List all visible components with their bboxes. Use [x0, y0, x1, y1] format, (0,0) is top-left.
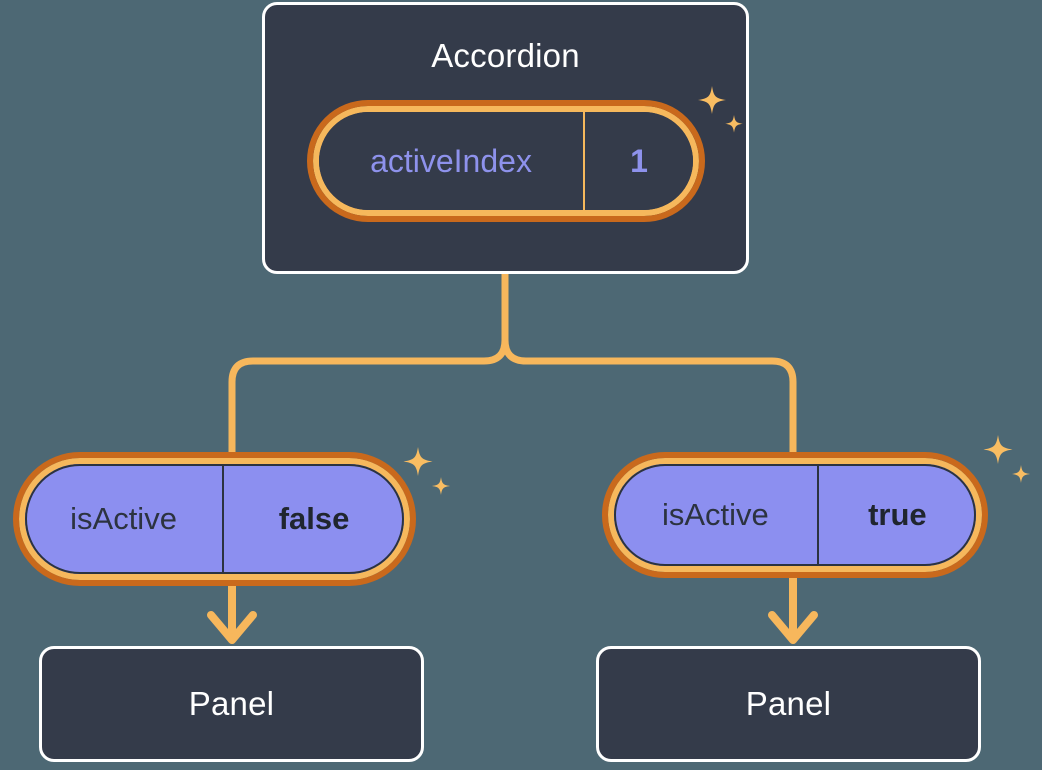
branch-connector-left	[228, 336, 509, 466]
state-value-label: true	[816, 464, 976, 566]
arrow-down-icon-left	[207, 583, 257, 644]
state-key-label: isActive	[661, 497, 769, 532]
state-pill-inner: isActive false	[25, 464, 404, 574]
component-title: Panel	[745, 685, 832, 722]
state-value-label: false	[222, 464, 404, 574]
state-pill-isactive-left[interactable]: isActive false	[13, 452, 416, 586]
component-node-panel-right[interactable]: Panel	[596, 646, 981, 762]
component-title: Panel	[188, 685, 275, 722]
state-key-label: activeIndex	[370, 142, 532, 179]
branch-connector	[501, 270, 797, 466]
state-pill-activeindex[interactable]: activeIndex 1	[307, 100, 705, 222]
arrow-down-icon-right	[768, 578, 818, 644]
component-node-panel-left[interactable]: Panel	[39, 646, 424, 762]
state-key-label: isActive	[70, 501, 177, 536]
state-pill-inner: activeIndex 1	[319, 112, 693, 210]
sparkles-icon	[983, 435, 1030, 483]
state-pill-inner: isActive true	[614, 464, 976, 566]
state-value-label: 1	[583, 112, 693, 210]
state-pill-isactive-right[interactable]: isActive true	[602, 452, 988, 578]
component-title: Accordion	[431, 37, 580, 74]
